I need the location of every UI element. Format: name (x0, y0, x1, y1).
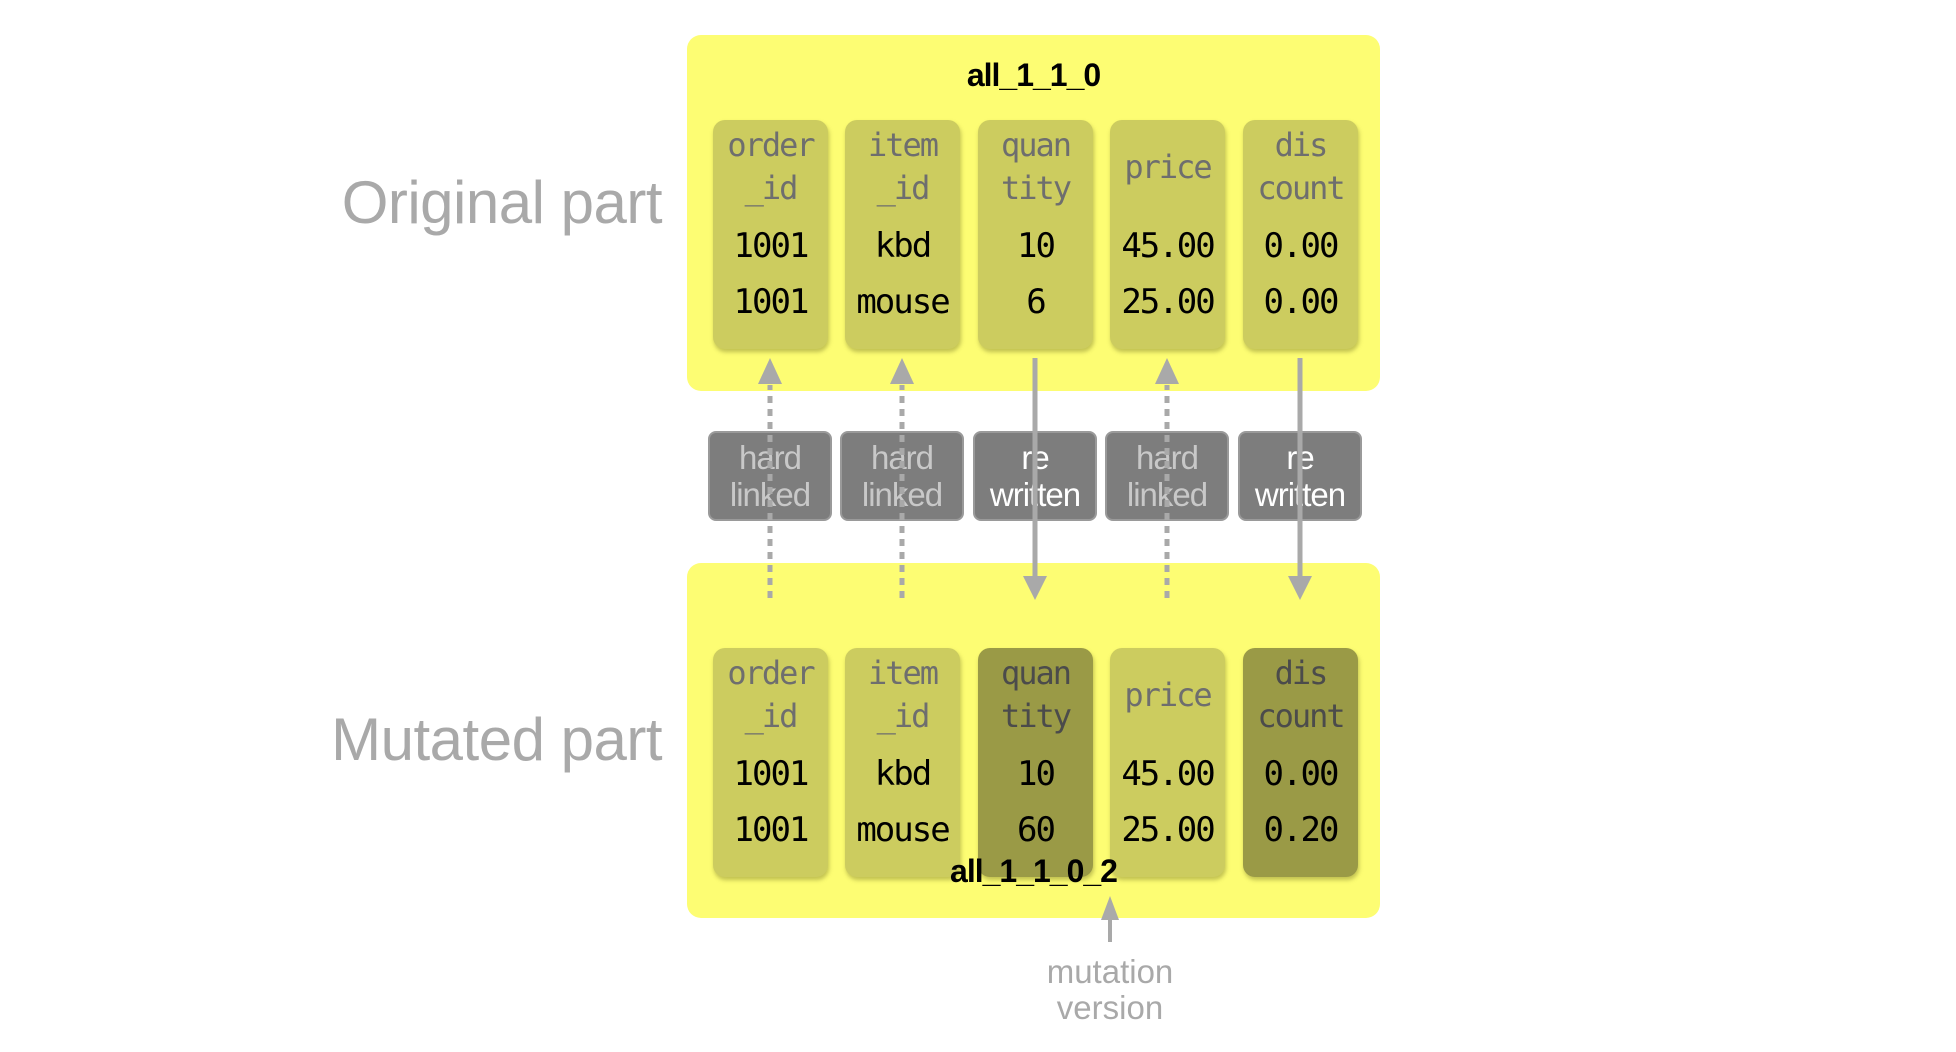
mutated-part-label: Mutated part (331, 706, 662, 773)
tag-text: written (1254, 476, 1346, 513)
column-header: quan tity (1000, 126, 1072, 207)
cell-value: 1001 (733, 810, 810, 850)
cell-value: 1001 (733, 754, 810, 794)
cell-value: 1001 (733, 226, 810, 266)
column-header: dis count (1257, 654, 1345, 735)
cell-value: 0.00 (1263, 754, 1340, 794)
note-line-1: mutation (1046, 953, 1174, 990)
cell-value: 0.20 (1263, 810, 1340, 850)
cell-value: mouse (856, 810, 950, 850)
column-header: price (1124, 676, 1212, 714)
cell-value: mouse (856, 282, 950, 322)
column-header: order _id (727, 126, 815, 207)
original-part-label: Original part (341, 169, 663, 236)
original_part-column: quan tity 10 6 (978, 120, 1093, 349)
original_part-column: dis count 0.00 0.00 (1243, 120, 1358, 349)
note-line-2: version (1056, 989, 1164, 1026)
mutated_part-column: price 45.00 25.00 (1110, 648, 1225, 877)
column-header: price (1124, 148, 1212, 186)
cell-value: 25.00 (1121, 282, 1215, 322)
column-header: item _id (867, 654, 939, 735)
cell-value: 1001 (733, 282, 810, 322)
column-header: quan tity (1000, 654, 1072, 735)
cell-value: 6 (1026, 282, 1046, 322)
cell-value: 25.00 (1121, 810, 1215, 850)
tag-text: linked (729, 476, 811, 513)
cell-value: kbd (874, 226, 932, 266)
tag-text: re (1286, 439, 1314, 476)
cell-value: 10 (1017, 226, 1056, 266)
original_part-column: price 45.00 25.00 (1110, 120, 1225, 349)
tag-text: written (989, 476, 1081, 513)
mutated_part-column: quan tity 10 60 (978, 648, 1093, 877)
column-header: dis count (1257, 126, 1345, 207)
tag-text: re (1021, 439, 1049, 476)
mutated_part-column: dis count 0.00 0.20 (1243, 648, 1358, 877)
tag-text: hard (870, 439, 934, 476)
original_part-column: order _id 1001 1001 (713, 120, 828, 349)
mutated_part-column: order _id 1001 1001 (713, 648, 828, 877)
original-part-name: all_1_1_0 (966, 57, 1101, 93)
tag-text: linked (1126, 476, 1208, 513)
cell-value: 0.00 (1263, 226, 1340, 266)
mutation-version-note: mutation version (1010, 954, 1210, 1026)
cell-value: 0.00 (1263, 282, 1340, 322)
column-header: order _id (727, 654, 815, 735)
cell-value: kbd (874, 754, 932, 794)
tag-text: hard (738, 439, 802, 476)
cell-value: 45.00 (1121, 226, 1215, 266)
column-header: item _id (867, 126, 939, 207)
cell-value: 60 (1017, 810, 1056, 850)
tag-text: hard (1135, 439, 1199, 476)
cell-value: 10 (1017, 754, 1056, 794)
tag-text: linked (861, 476, 943, 513)
cell-value: 45.00 (1121, 754, 1215, 794)
mutated-part-name: all_1_1_0_2 (950, 853, 1118, 889)
